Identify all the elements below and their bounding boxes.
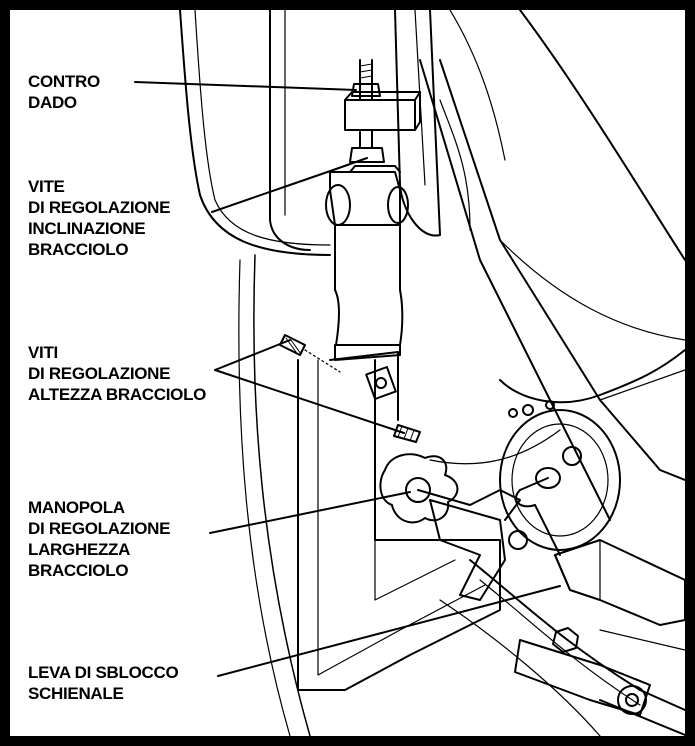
leader-vite-inclinazione bbox=[211, 157, 368, 213]
label-line: CONTRO bbox=[28, 72, 100, 91]
threaded-rod bbox=[359, 59, 373, 101]
label-viti-regolazione-altezza: VITI DI REGOLAZIONE ALTEZZA BRACCIOLO bbox=[28, 342, 206, 405]
armrest-sleeve bbox=[334, 344, 401, 361]
bolt-1 bbox=[552, 627, 579, 653]
label-leva-sblocco-schienale: LEVA DI SBLOCCO SCHIENALE bbox=[28, 662, 179, 704]
armrest-post-upper bbox=[334, 224, 404, 346]
lever-link bbox=[515, 477, 561, 556]
label-vite-regolazione-inclinazione: VITE DI REGOLAZIONE INCLINAZIONE BRACCIO… bbox=[28, 176, 171, 260]
adjust-nut bbox=[349, 147, 385, 163]
leader-leva bbox=[217, 585, 561, 677]
label-contro-dado: CONTRO DADO bbox=[28, 71, 100, 113]
lock-nut bbox=[351, 83, 381, 97]
seat-back-shell bbox=[179, 10, 331, 256]
clamp-bracket bbox=[429, 499, 506, 601]
upper-bracket bbox=[269, 10, 311, 251]
width-knob bbox=[379, 453, 459, 524]
release-lever bbox=[554, 539, 685, 626]
label-line: DI REGOLAZIONE bbox=[28, 519, 171, 538]
label-line: MANOPOLA bbox=[28, 498, 125, 517]
recliner-disc bbox=[499, 409, 621, 551]
arm-column bbox=[297, 359, 501, 691]
leader-manopola bbox=[209, 491, 411, 534]
label-line: ALTEZZA BRACCIOLO bbox=[28, 385, 207, 404]
label-line: BRACCIOLO bbox=[28, 561, 129, 580]
lower-linkage bbox=[514, 639, 651, 716]
label-line: DI REGOLAZIONE bbox=[28, 198, 171, 217]
label-line: INCLINAZIONE bbox=[28, 219, 146, 238]
label-line: BRACCIOLO bbox=[28, 240, 129, 259]
armrest-mechanism-drawing bbox=[134, 10, 685, 736]
label-manopola-regolazione-larghezza: MANOPOLA DI REGOLAZIONE LARGHEZZA BRACCI… bbox=[28, 497, 171, 581]
hinge-plate bbox=[419, 59, 611, 521]
label-line: LARGHEZZA bbox=[28, 540, 131, 559]
leader-viti-altezza-2 bbox=[214, 369, 405, 434]
label-line: DADO bbox=[28, 93, 77, 112]
label-line: VITI bbox=[28, 343, 58, 362]
backrest-panel bbox=[519, 10, 685, 261]
cross-block bbox=[344, 99, 416, 131]
label-line: DI REGOLAZIONE bbox=[28, 364, 171, 383]
leader-contro-dado bbox=[134, 81, 357, 91]
label-line: SCHIENALE bbox=[28, 684, 124, 703]
label-line: LEVA DI SBLOCCO bbox=[28, 663, 179, 682]
label-line: VITE bbox=[28, 177, 65, 196]
height-screw-left bbox=[279, 334, 306, 356]
leader-viti-altezza-1 bbox=[214, 339, 291, 371]
height-screw-right bbox=[393, 424, 421, 443]
